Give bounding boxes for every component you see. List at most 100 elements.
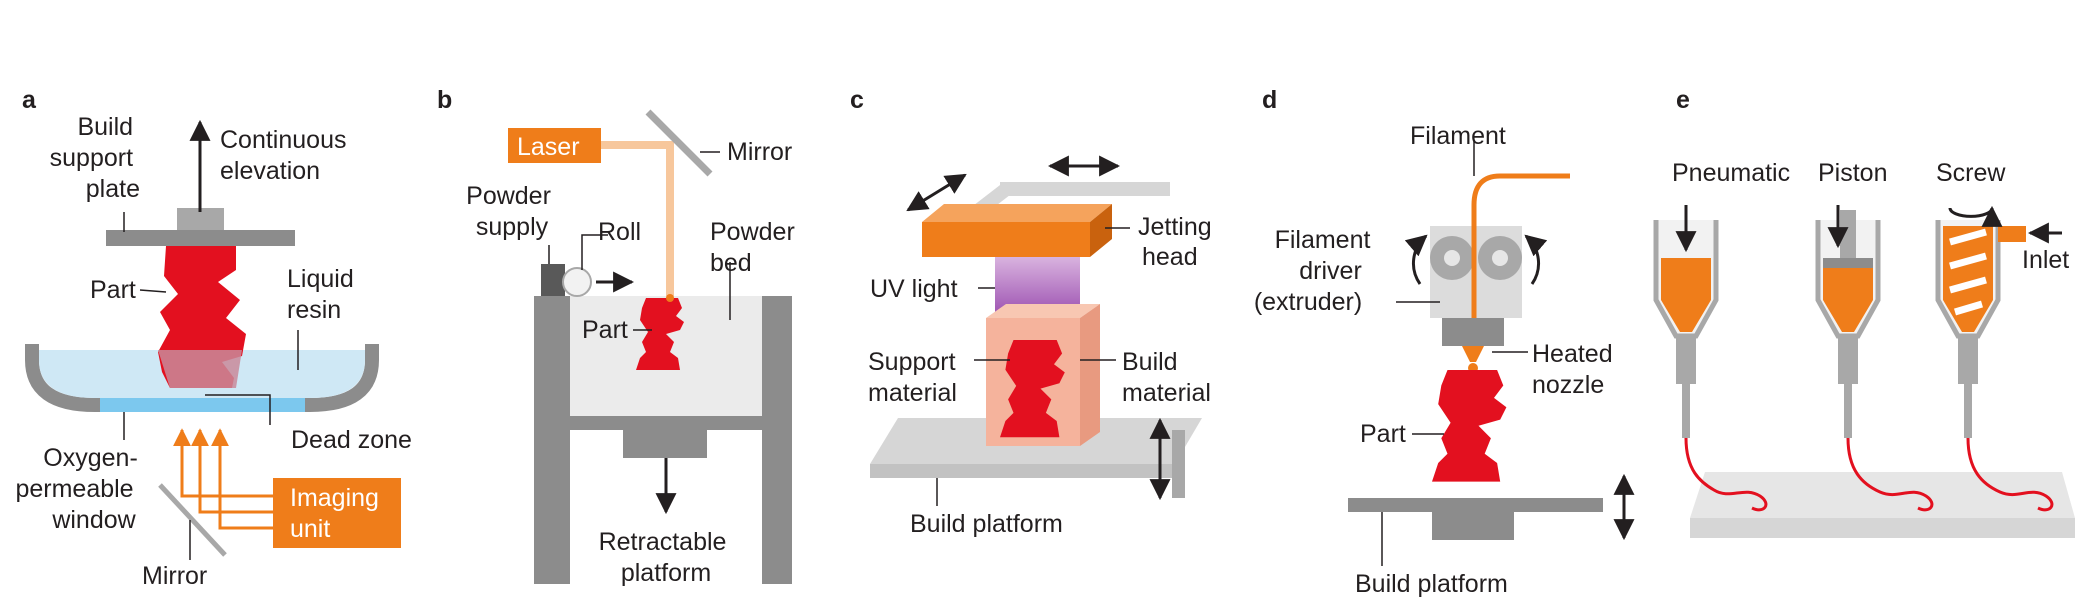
panel-d: d Filament Filament driver (extr — [1254, 86, 1635, 598]
part-in-resin — [158, 350, 242, 388]
panel-e-letter: e — [1676, 86, 1690, 114]
ink-pneumatic — [1661, 258, 1711, 332]
platform-leg — [1172, 430, 1185, 498]
label-mirror-b: Mirror — [727, 138, 792, 166]
mirror-b — [645, 109, 713, 177]
label-build-support-plate: Build support plate — [50, 113, 140, 203]
panel-b: b Laser Mirror Powder supply Roll — [437, 86, 802, 587]
build-platform-d — [1348, 498, 1603, 512]
build-volume-side — [1080, 304, 1100, 446]
mirror-a — [158, 483, 227, 557]
label-filament: Filament — [1410, 122, 1506, 150]
imaging-unit-box — [273, 478, 401, 548]
needle-screw — [1964, 384, 1972, 438]
label-mirror-a: Mirror — [142, 562, 207, 590]
x-rail — [1000, 182, 1170, 196]
label-dead-zone: Dead zone — [291, 426, 412, 454]
laser-box — [508, 128, 601, 163]
label-support-material: Support material — [868, 348, 963, 407]
nozzle-block — [1442, 318, 1504, 346]
needle-hub-pneumatic — [1676, 336, 1696, 384]
label-screw: Screw — [1936, 159, 2006, 187]
powder-supply — [541, 264, 565, 296]
heated-nozzle — [1462, 346, 1484, 362]
plate-mount — [177, 208, 224, 230]
label-heated-nozzle: Heated nozzle — [1532, 340, 1620, 399]
jetting-head-side — [1090, 204, 1112, 257]
needle-hub-piston — [1838, 336, 1858, 384]
label-uv-light: UV light — [870, 275, 958, 303]
syringe-pneumatic — [1653, 205, 1768, 512]
syringe-screw — [1935, 205, 2062, 512]
drive-gear-left-hub — [1444, 250, 1460, 266]
label-powder-supply: Powder supply — [466, 182, 558, 241]
build-platform-front — [870, 464, 1175, 478]
leader-roll — [581, 234, 608, 270]
panel-e: e — [1653, 86, 2075, 538]
label-powder-bed: Powder bed — [710, 218, 802, 277]
jetting-head — [922, 222, 1090, 257]
left-column — [534, 296, 570, 584]
label-part-b: Part — [582, 316, 628, 344]
label-part-a: Part — [90, 276, 136, 304]
light-path-3 — [211, 428, 273, 530]
gear-rotation-right — [1524, 234, 1548, 285]
right-column — [762, 296, 792, 584]
filament-line-1 — [1684, 437, 1768, 512]
needle-piston — [1844, 384, 1852, 438]
build-volume-top — [986, 304, 1100, 318]
roll — [562, 267, 592, 297]
panel-d-letter: d — [1262, 86, 1277, 114]
laser-beam — [601, 141, 674, 298]
label-roll: Roll — [598, 218, 641, 246]
label-continuous-elevation: Continuous elevation — [220, 126, 353, 185]
part-d — [1432, 370, 1507, 482]
leader-part-a — [139, 289, 167, 293]
label-pneumatic: Pneumatic — [1672, 159, 1790, 187]
y-motion-arrow — [906, 173, 967, 212]
screw-rotation-arrow — [1948, 205, 2003, 227]
label-piston: Piston — [1818, 159, 1887, 187]
panel-c-letter: c — [850, 86, 864, 114]
platform-support-d — [1432, 512, 1514, 540]
screw-flights — [1949, 228, 1987, 316]
label-filament-driver: Filament driver (extruder) — [1254, 226, 1378, 316]
label-retractable-platform: Retractable platform — [599, 528, 734, 587]
inlet-port — [1998, 226, 2026, 242]
label-build-platform-d: Build platform — [1355, 570, 1508, 598]
filament — [1471, 173, 1570, 320]
piston-rod — [1840, 210, 1856, 260]
light-path-1 — [173, 428, 273, 498]
label-part-d: Part — [1360, 420, 1406, 448]
panel-b-letter: b — [437, 86, 452, 114]
label-build-material: Build material — [1122, 348, 1211, 407]
leader-dead-zone — [205, 394, 271, 425]
panel-c: c Jetting head UV light — [850, 86, 1212, 538]
label-liquid-resin: Liquid resin — [287, 265, 361, 324]
laser-spot — [666, 294, 674, 302]
drive-gear-right-hub — [1492, 250, 1508, 266]
jetting-head-top — [922, 204, 1112, 222]
label-inlet: Inlet — [2022, 246, 2069, 274]
needle-hub-screw — [1958, 336, 1978, 384]
label-build-platform-c: Build platform — [910, 510, 1063, 538]
gear-rotation-left — [1404, 234, 1428, 285]
label-laser: Laser — [517, 133, 580, 161]
panel-a-letter: a — [22, 86, 37, 114]
needle-pneumatic — [1682, 384, 1690, 438]
label-imaging-unit: Imaging unit — [290, 484, 386, 543]
syringe-piston — [1815, 205, 1934, 512]
platform-piston — [623, 430, 707, 458]
filament-line-3 — [1966, 437, 2054, 512]
label-oxygen-window: Oxygen- permeable window — [15, 444, 144, 534]
substrate-front — [1690, 518, 2075, 538]
panel-a: a Build support plate Continuo — [15, 86, 411, 590]
oxygen-window-glass — [100, 398, 305, 412]
retractable-platform-plate — [570, 416, 762, 430]
build-support-plate — [106, 230, 295, 246]
ink-piston — [1823, 268, 1873, 332]
piston-head — [1823, 258, 1873, 268]
substrate-top — [1690, 472, 2075, 518]
light-path-2 — [191, 428, 273, 514]
